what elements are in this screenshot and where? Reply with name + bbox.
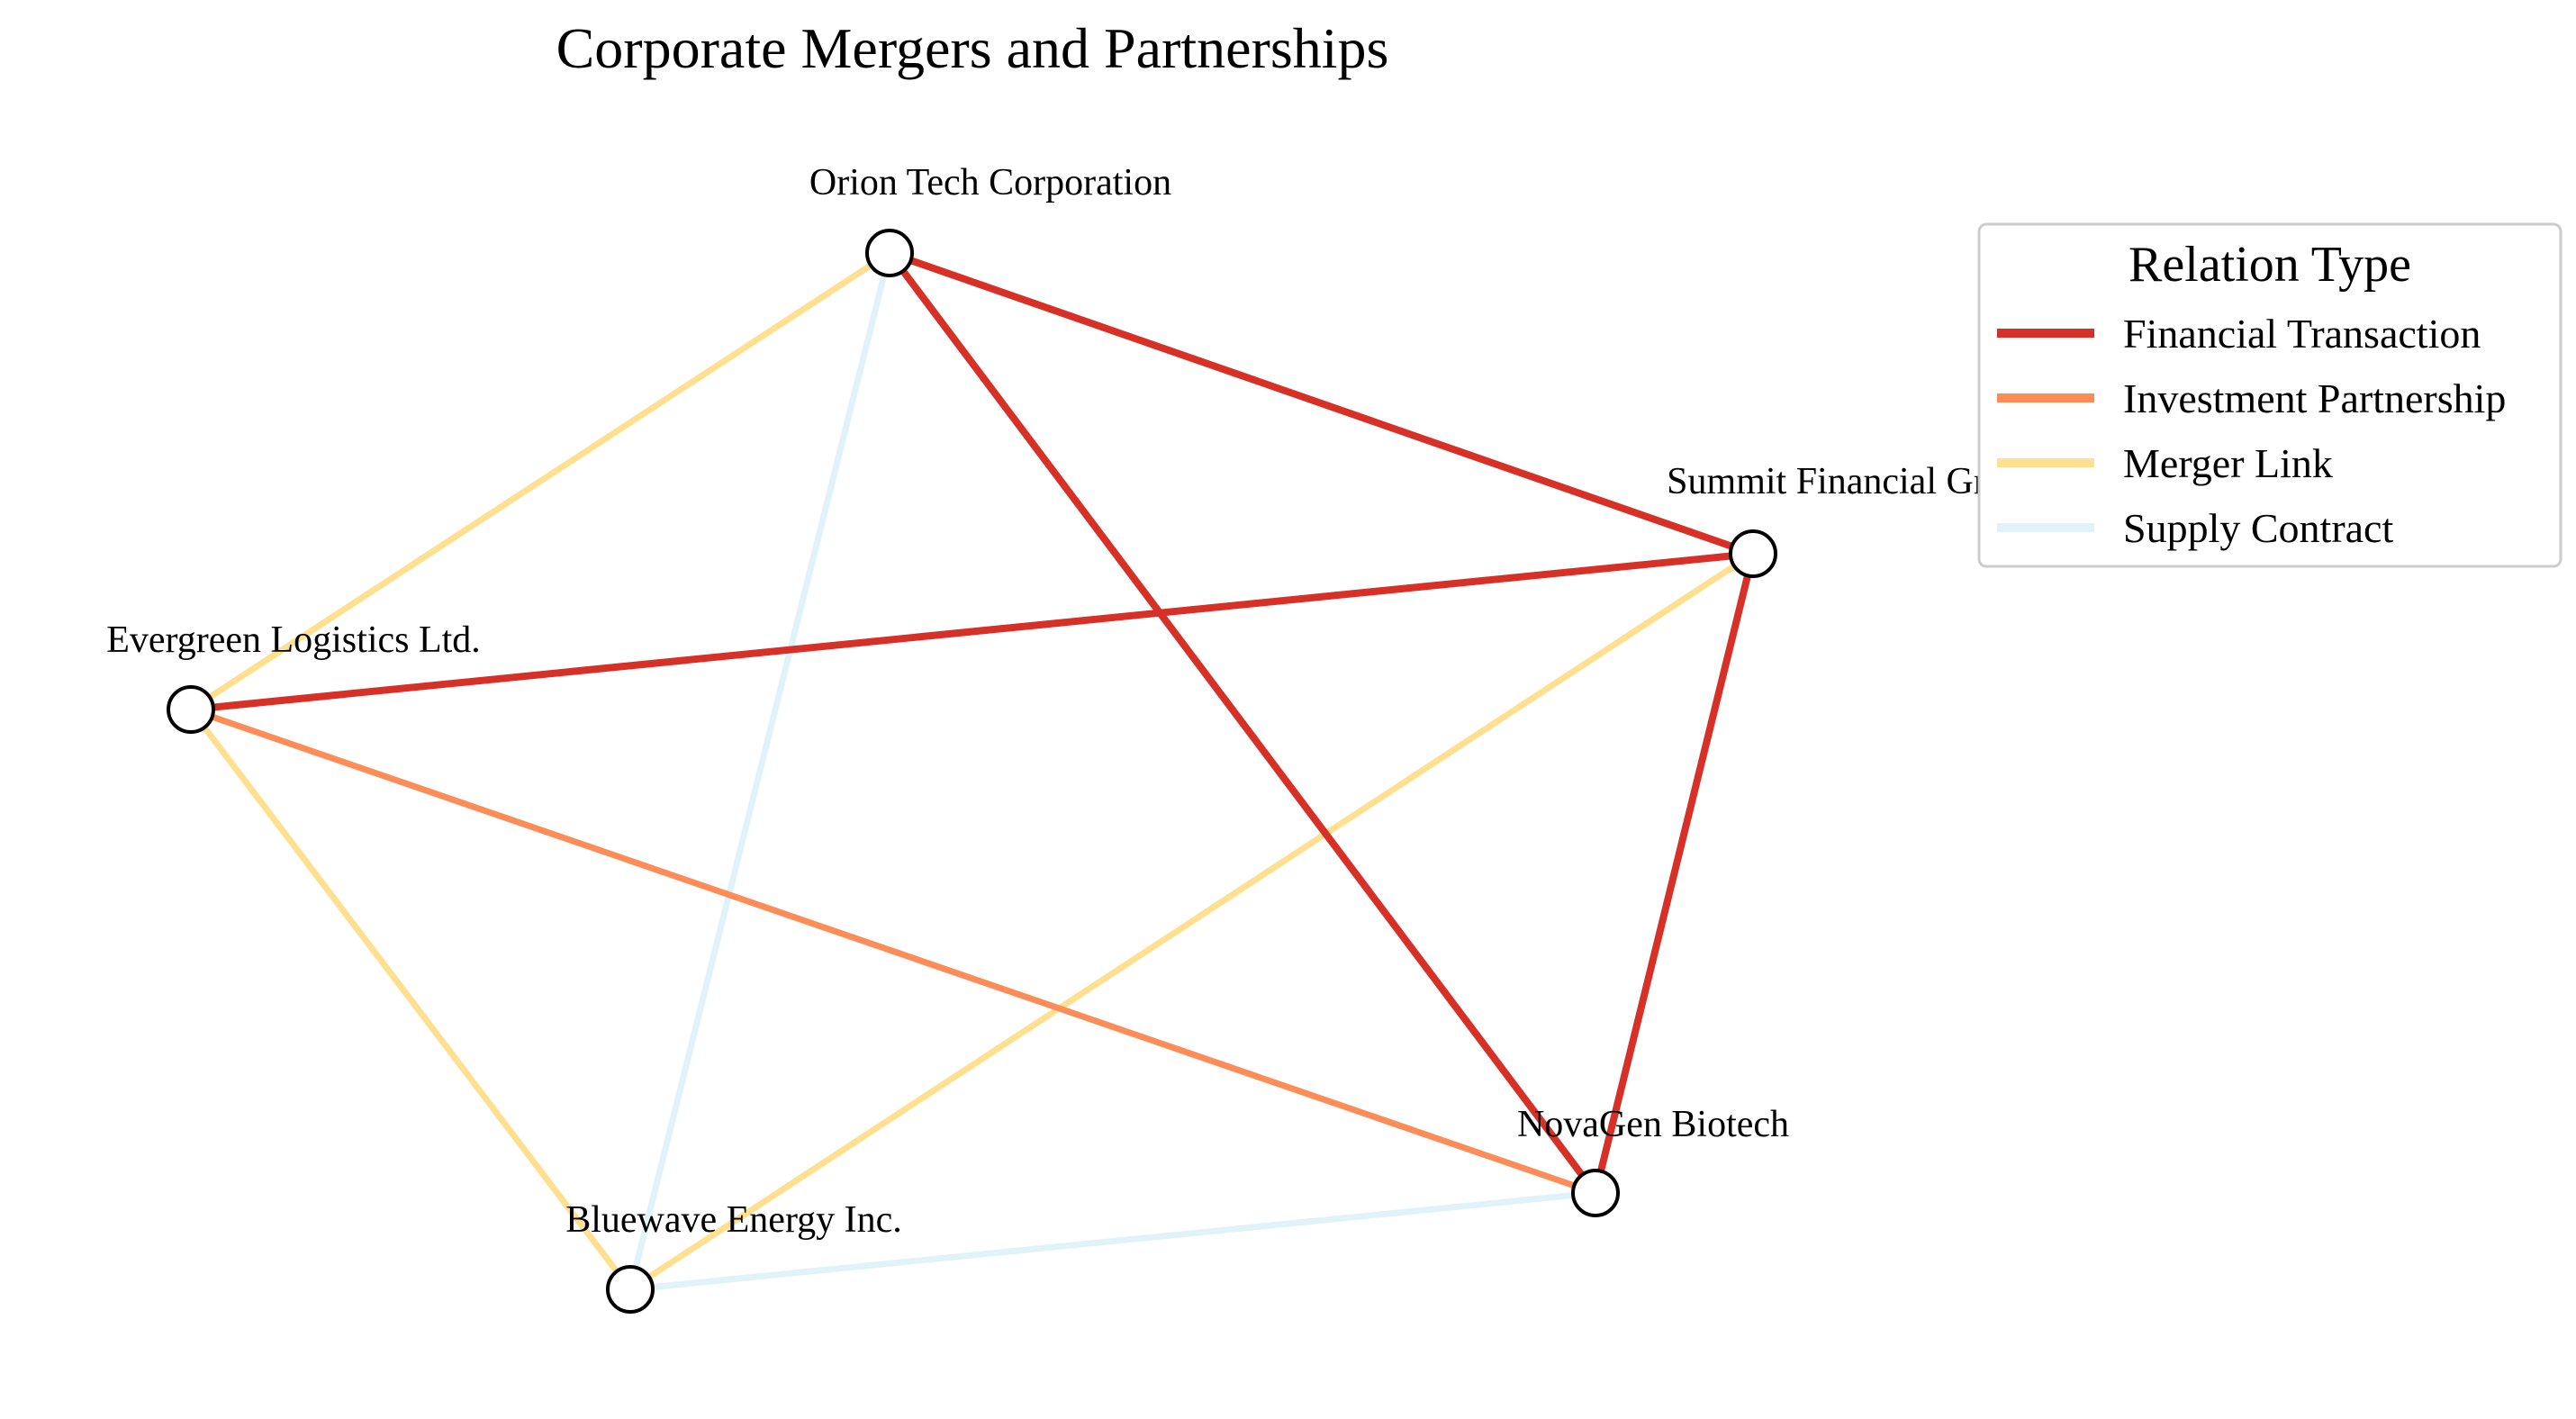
node-bluewave	[606, 1265, 655, 1314]
node-label-novagen: NovaGen Biotech	[1517, 1104, 1789, 1145]
node-summit	[1729, 529, 1777, 578]
edge-merger-evergreen-bluewave	[188, 707, 633, 1292]
edge-financial-summit-novagen	[1592, 553, 1757, 1194]
legend-label-supply: Supply Contract	[2123, 505, 2393, 551]
edge-merger-summit-bluewave	[628, 551, 1755, 1292]
edge-investment-evergreen-novagen	[189, 706, 1597, 1197]
legend-box	[1977, 222, 2562, 568]
node-orion	[865, 229, 914, 277]
legend-label-merger: Merger Link	[2123, 440, 2333, 486]
legend: Relation Type Financial TransactionInves…	[1977, 222, 2562, 568]
node-evergreen	[167, 685, 215, 734]
edge-financial-evergreen-summit	[190, 550, 1754, 713]
nodes-layer	[167, 229, 1777, 1314]
node-label-evergreen: Evergreen Logistics Ltd.	[106, 619, 481, 661]
legend-title: Relation Type	[2129, 237, 2411, 293]
node-label-bluewave: Bluewave Energy Inc.	[565, 1199, 902, 1241]
edge-merger-orion-evergreen	[189, 250, 891, 712]
node-novagen	[1571, 1169, 1620, 1217]
legend-label-financial: Financial Transaction	[2123, 311, 2481, 357]
edge-supply-orion-bluewave	[627, 252, 893, 1290]
node-label-orion: Orion Tech Corporation	[809, 162, 1171, 203]
chart-title: Corporate Mergers and Partnerships	[556, 16, 1389, 80]
legend-label-investment: Investment Partnership	[2123, 375, 2506, 421]
edge-financial-orion-summit	[888, 249, 1755, 557]
edge-financial-orion-novagen	[886, 250, 1599, 1196]
edge-supply-bluewave-novagen	[629, 1189, 1596, 1293]
edges-layer	[188, 249, 1757, 1293]
